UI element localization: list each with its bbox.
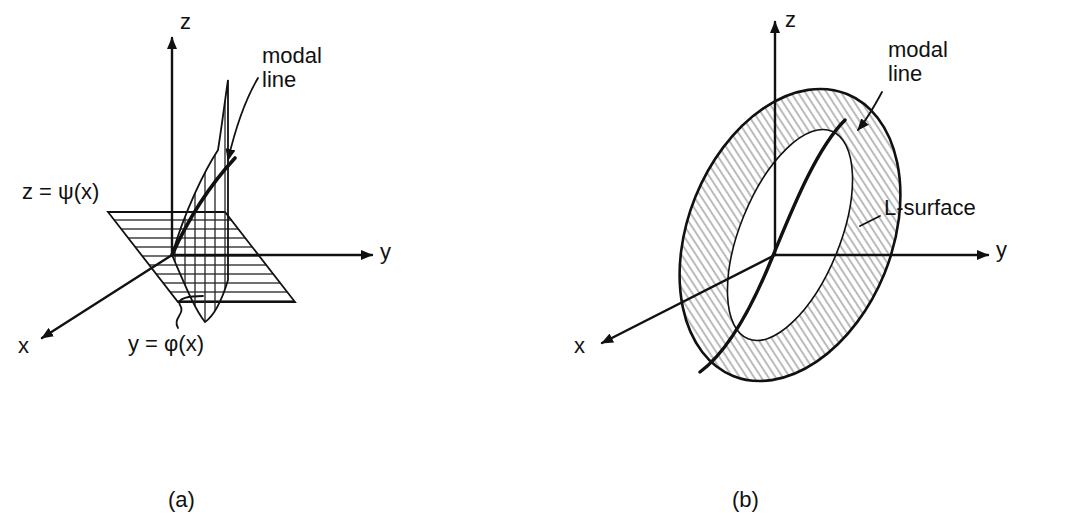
axis-label: y bbox=[380, 240, 391, 264]
x-axis bbox=[42, 255, 172, 338]
axis-label: x bbox=[574, 334, 585, 358]
z-axis bbox=[774, 22, 776, 255]
callout-label: modal line bbox=[262, 44, 332, 92]
modal-line-curve bbox=[700, 120, 845, 372]
y-axis bbox=[172, 254, 372, 256]
leader-line bbox=[858, 92, 882, 130]
leader-line bbox=[228, 78, 258, 160]
equation-label: y = φ(x) bbox=[128, 332, 204, 356]
axis-label: z bbox=[785, 8, 796, 32]
leader-line bbox=[176, 296, 203, 328]
l-surface-torus bbox=[638, 56, 941, 414]
callout-label: L-surface bbox=[884, 196, 976, 220]
equation-label: z = ψ(x) bbox=[22, 180, 99, 204]
panel-label: (a) bbox=[168, 488, 195, 512]
z-axis bbox=[171, 38, 173, 255]
panel-label: (b) bbox=[732, 488, 759, 512]
modal-line-curve bbox=[172, 158, 235, 255]
axis-label: x bbox=[18, 334, 29, 358]
axis-label: z bbox=[180, 10, 191, 34]
axis-label: y bbox=[996, 238, 1007, 262]
torus-hole bbox=[702, 112, 879, 357]
x-axis bbox=[602, 255, 775, 343]
callout-label: modal line bbox=[888, 38, 958, 86]
y-axis bbox=[775, 254, 988, 256]
leader-line bbox=[860, 216, 880, 226]
